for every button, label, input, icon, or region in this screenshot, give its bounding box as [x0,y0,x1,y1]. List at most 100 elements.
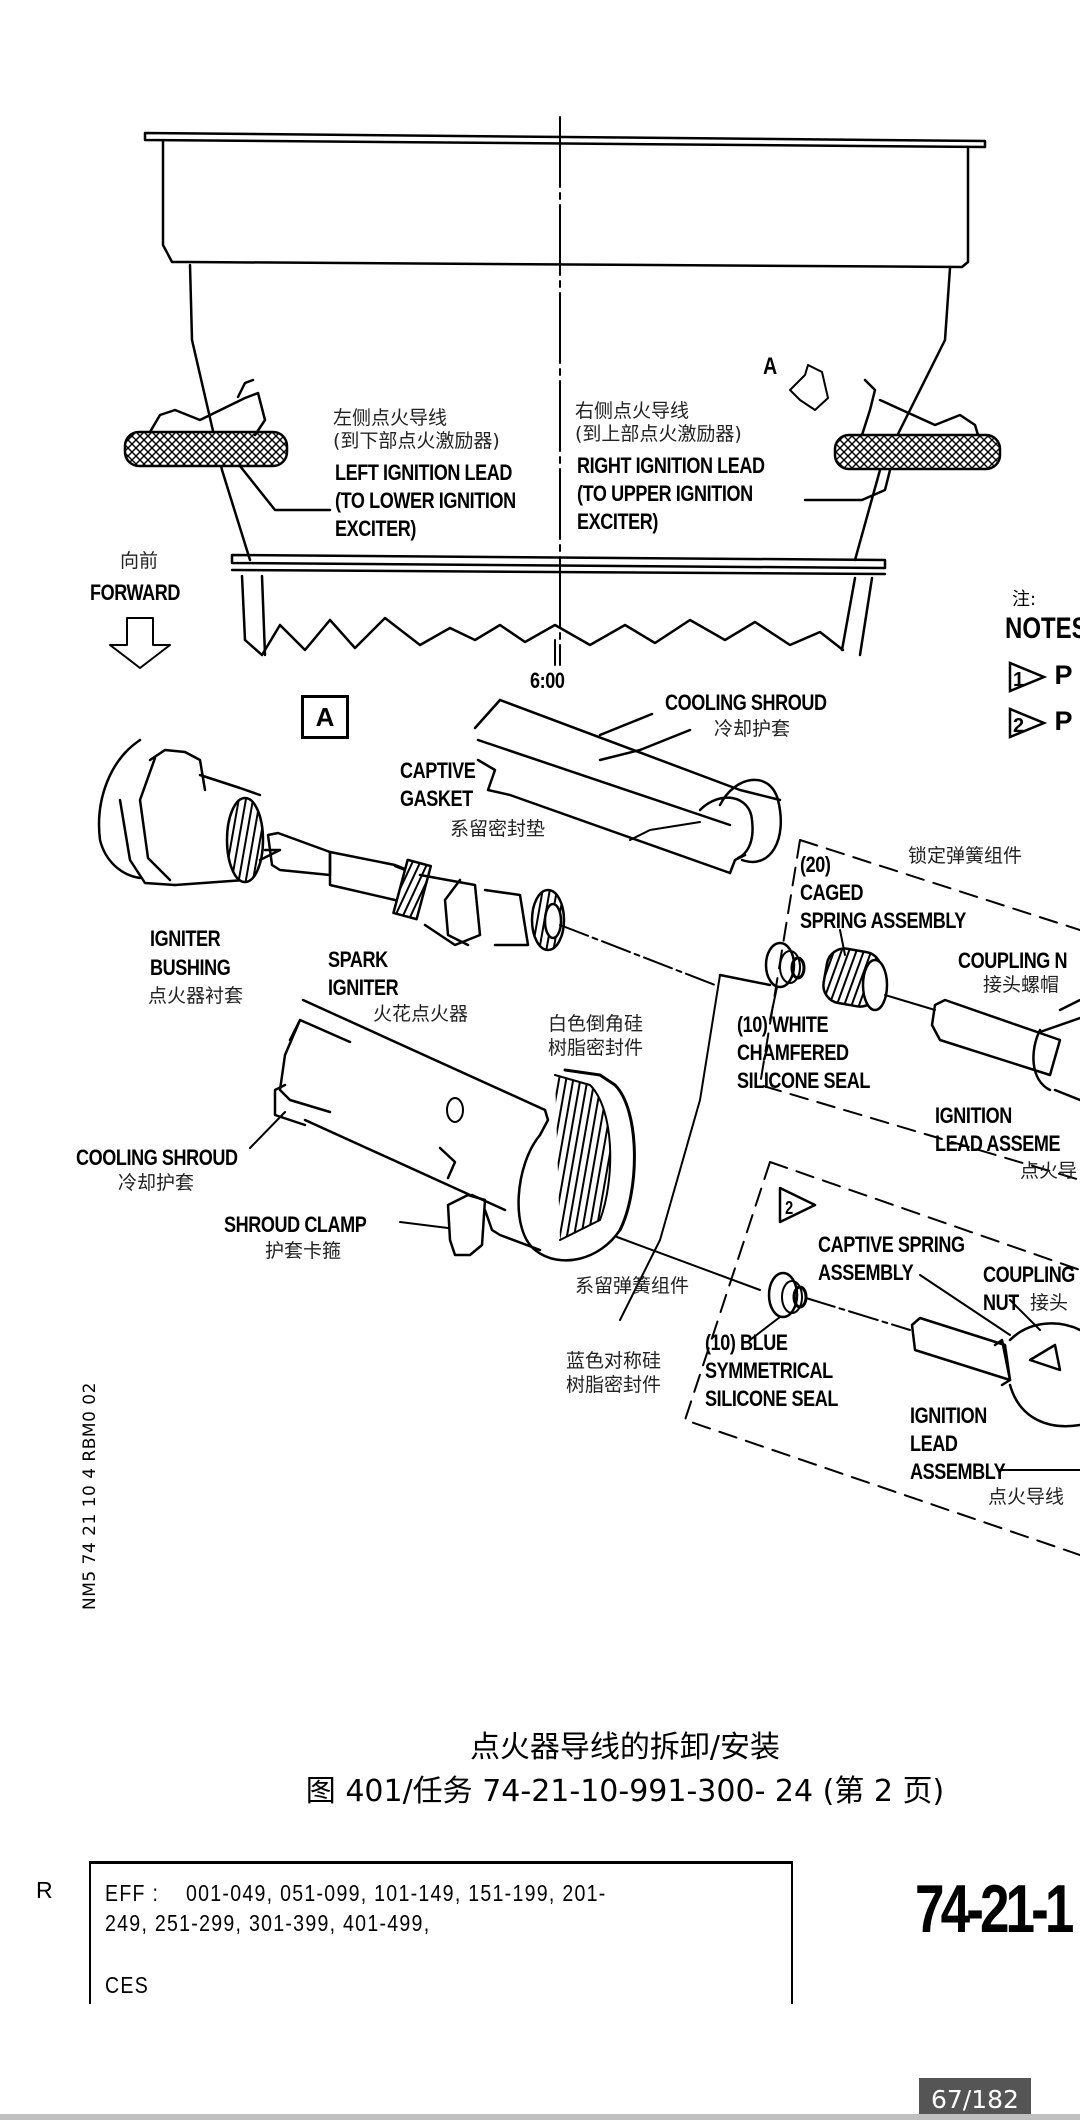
spark-igniter-en-2: IGNITER [328,975,399,1000]
viewer-scrollbar[interactable] [0,2114,1080,2120]
spark-igniter-drawing [266,831,716,986]
right-lead-zh-line1: 右侧点火导线 [575,400,690,422]
left-lead-en-line2: (TO LOWER IGNITION [335,488,516,513]
cooling-shroud-bottom-drawing [249,998,550,1212]
captive-spring-en-2: ASSEMBLY [818,1260,914,1285]
white-seal-zh-1: 白色倒角硅 [548,1013,644,1035]
notes-heading: NOTES [1005,612,1080,645]
coupling-nut-top-en: COUPLING N [958,948,1068,973]
customer-code: CES [105,1972,150,1998]
caged-spring-zh: 锁定弹簧组件 [908,845,1023,867]
igniter-bushing-zh: 点火器衬套 [148,985,244,1007]
coupling-nut-top-zh: 接头螺帽 [983,974,1060,996]
effectivity-box: EFF : 001-049, 051-099, 101-149, 151-199… [89,1861,793,2004]
forward-arrow-icon [109,617,171,669]
page-indicator: 67/182 [919,2078,1031,2120]
white-seal-drawing [764,941,806,1021]
view-a-arrow-label: A [763,353,777,380]
white-seal-en-3: SILICONE SEAL [737,1068,870,1093]
ignition-lead-top-zh: 点火导 [1020,1160,1078,1182]
captive-gasket-en-2: GASKET [400,786,473,811]
caged-spring-en-2: CAGED [800,880,864,905]
note-2-text: P [1054,706,1073,737]
ignition-lead-bottom-en-1: IGNITION [910,1403,987,1428]
blue-seal-en-1: (10) BLUE [705,1330,788,1355]
captive-spring-en-1: CAPTIVE SPRING [818,1232,965,1257]
ignition-lead-bottom-en-2: LEAD [910,1431,958,1456]
cooling-shroud-top-en: COOLING SHROUD [665,690,827,715]
shroud-clamp-zh: 护套卡箍 [265,1240,342,1262]
right-lead-en-line3: EXCITER) [577,509,658,534]
cooling-shroud-bottom-zh: 冷却护套 [118,1172,195,1194]
captive-spring-zh: 系留弹簧组件 [575,1275,690,1297]
clock-position-label: 6:00 [530,668,565,693]
white-seal-en-1: (10) WHITE [737,1012,829,1037]
note-1-triangle-icon: 1 [1008,661,1048,693]
note-2-triangle-icon: 2 [1008,707,1048,739]
view-a-arrow-icon [789,364,829,411]
forward-en: FORWARD [90,580,181,605]
caged-spring-en-3: SPRING ASSEMBLY [800,908,966,933]
igniter-bushing-drawing [97,738,282,887]
engine-case-drawing [143,131,987,657]
left-lead-zh-line2: (到下部点火激励器) [333,430,500,452]
left-ignition-lead-drawing [123,378,332,512]
blue-seal-drawing [749,1271,808,1341]
document-number: 74-21-1 [915,1871,1074,1947]
note-1-text: P [1054,660,1073,691]
blue-seal-en-2: SYMMETRICAL [705,1358,833,1383]
cooling-shroud-bottom-en: COOLING SHROUD [76,1145,238,1170]
captive-gasket-en-1: CAPTIVE [400,758,476,783]
ignition-lead-top-en-1: IGNITION [935,1103,1012,1128]
blue-seal-zh-1: 蓝色对称硅 [566,1350,662,1372]
forward-zh: 向前 [120,550,159,572]
igniter-bushing-en-2: BUSHING [150,955,231,980]
coupling-nut-bottom-zh: 接头 [1030,1292,1069,1314]
left-lead-en-line1: LEFT IGNITION LEAD [335,460,513,485]
note-1-number: 1 [1013,669,1024,691]
coupling-nut-bottom-drawing [910,1274,1080,1428]
ignition-lead-bottom-en-3: ASSEMBLY [910,1459,1006,1484]
right-lead-en-line2: (TO UPPER IGNITION [577,481,753,506]
coupling-nut-bottom-en-1: COUPLING [983,1262,1075,1287]
caged-spring-dashed-box [759,839,1080,1181]
figure-subtitle: 图 401/任务 74-21-10-991-300- 24 (第 2 页) [305,1774,945,1809]
spark-igniter-en-1: SPARK [328,947,388,972]
shroud-clamp-en: SHROUD CLAMP [224,1212,367,1237]
spark-igniter-zh: 火花点火器 [373,1003,469,1025]
captive-gasket-zh: 系留密封垫 [450,818,546,840]
cooling-shroud-top-zh: 冷却护套 [714,718,791,740]
captive-spring-dashed-box [684,1161,1080,1556]
ignition-lead-bottom-zh: 点火导线 [988,1486,1065,1508]
coupling-nut-bottom-en-2: NUT [983,1290,1019,1315]
note-2-number: 2 [1013,715,1024,737]
blue-seal-en-3: SILICONE SEAL [705,1386,838,1411]
white-seal-en-2: CHAMFERED [737,1040,849,1065]
left-lead-zh-line1: 左侧点火导线 [333,407,448,429]
view-a-label: A [301,695,349,739]
blue-seal-zh-2: 树脂密封件 [566,1374,662,1396]
revision-mark: R [36,1877,53,1903]
coupling-nut-top-drawing [884,994,1080,1102]
right-lead-zh-line2: (到上部点火激励器) [575,423,742,445]
note-2-marker-icon [778,1186,817,1224]
note-2: 2 P [1007,706,1073,740]
caged-spring-en-1: (20) [800,852,831,877]
white-seal-zh-2: 树脂密封件 [548,1037,644,1059]
notes-zh-label: 注: [1012,589,1037,610]
note-1: 1 P [1007,660,1073,694]
caged-spring-drawing [822,929,889,1012]
technical-illustration [97,116,1080,1556]
ignition-lead-top-en-2: LEAD ASSEME [935,1131,1061,1156]
note-2-marker-number: 2 [785,1198,793,1218]
shroud-clamp-drawing [399,1068,636,1262]
cooling-shroud-top-drawing [473,698,783,875]
figure-title: 点火器导线的拆卸/安装 [469,1730,781,1765]
right-lead-en-line1: RIGHT IGNITION LEAD [577,453,765,478]
left-lead-en-line3: EXCITER) [335,516,416,541]
effectivity-text: EFF : 001-049, 051-099, 101-149, 151-199… [105,1880,607,1936]
right-ignition-lead-drawing [803,378,1002,502]
drawing-code: NM5 74 21 10 4 RBM0 02 [80,1382,100,1610]
igniter-bushing-en-1: IGNITER [150,926,221,951]
